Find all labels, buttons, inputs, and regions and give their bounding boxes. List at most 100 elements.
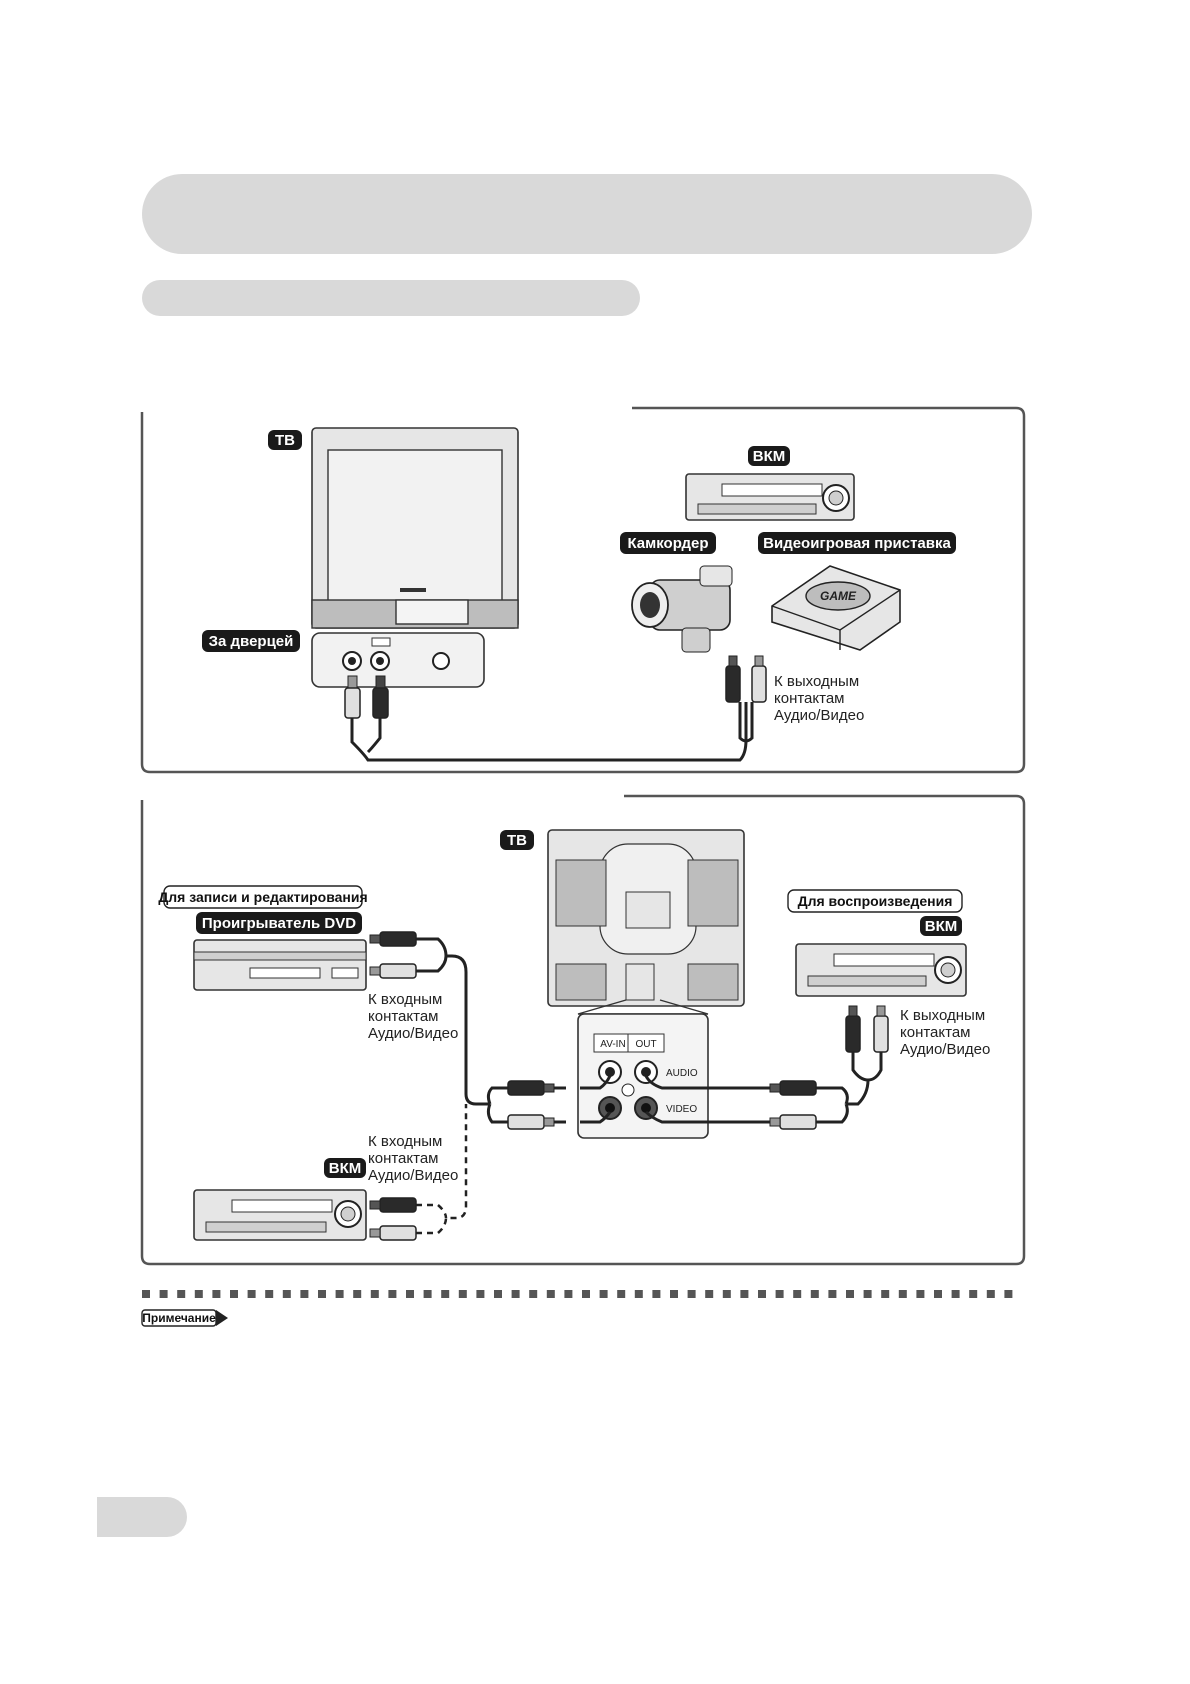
separator-dot bbox=[1004, 1290, 1013, 1298]
separator-dot bbox=[247, 1290, 256, 1298]
svg-text:Камкордер: Камкордер bbox=[627, 535, 708, 552]
camcorder bbox=[631, 565, 733, 653]
caption-dvd-input: К входным контактам Аудио/Видео bbox=[368, 991, 458, 1042]
vcr-left-label: ВКМ bbox=[324, 1158, 366, 1178]
svg-text:Примечание: Примечание bbox=[142, 1311, 216, 1325]
separator-dot bbox=[863, 1290, 872, 1298]
vcr-top-label: ВКМ bbox=[748, 446, 790, 466]
caption-vcr-input: К входным контактам Аудио/Видео bbox=[368, 1133, 458, 1184]
svg-text:К выходным: К выходным bbox=[774, 673, 859, 690]
record-edit-label: Для записи и редактирования bbox=[158, 885, 368, 909]
separator-dot bbox=[687, 1290, 696, 1298]
separator-dot bbox=[652, 1290, 661, 1298]
svg-text:Для записи и редактирования: Для записи и редактирования bbox=[158, 889, 367, 905]
vcr-right bbox=[795, 943, 967, 997]
separator-dot bbox=[722, 1290, 731, 1298]
separator-dot bbox=[494, 1290, 502, 1298]
svg-text:За дверцей: За дверцей bbox=[209, 633, 294, 650]
separator-dot bbox=[969, 1290, 978, 1298]
vcr-top bbox=[685, 473, 855, 521]
caption-right-output: К выходным контактам Аудио/Видео bbox=[900, 1007, 990, 1058]
dotted-separator bbox=[142, 1290, 1013, 1298]
separator-dot bbox=[916, 1290, 925, 1298]
separator-dot bbox=[634, 1290, 643, 1298]
tv-top-label: ТВ bbox=[268, 430, 302, 450]
behind-door-label: За дверцей bbox=[202, 630, 300, 652]
plugs-av-output bbox=[725, 655, 767, 703]
separator-dot bbox=[670, 1290, 678, 1298]
svg-text:контактам: контактам bbox=[900, 1024, 971, 1041]
cable-left-to-panel bbox=[486, 1086, 508, 1124]
cable-top bbox=[350, 702, 754, 762]
game-logo: GAME bbox=[820, 589, 857, 603]
camcorder-label: Камкордер bbox=[620, 532, 716, 554]
separator-dot bbox=[335, 1290, 344, 1298]
separator-dot bbox=[529, 1290, 538, 1298]
lower-frame bbox=[140, 794, 1026, 1266]
svg-text:Аудио/Видео: Аудио/Видео bbox=[774, 707, 864, 724]
note-badge: Примечание bbox=[141, 1309, 228, 1327]
page-number-tab bbox=[97, 1497, 187, 1537]
separator-dot bbox=[546, 1290, 555, 1298]
behind-door-panel bbox=[311, 632, 485, 688]
cable-panel-left-lines bbox=[554, 1086, 566, 1124]
svg-text:Аудио/Видео: Аудио/Видео bbox=[368, 1167, 458, 1184]
game-console: GAME bbox=[771, 565, 901, 651]
jack-label-video: VIDEO bbox=[666, 1104, 697, 1115]
separator-dot bbox=[881, 1290, 890, 1298]
jack-label-out: OUT bbox=[635, 1039, 656, 1050]
game-console-label: Видеоигровая приставка bbox=[758, 532, 956, 554]
separator-dot bbox=[282, 1290, 291, 1298]
separator-dot bbox=[511, 1290, 520, 1298]
jack-label-audio: AUDIO bbox=[666, 1068, 698, 1079]
separator-dot bbox=[986, 1290, 995, 1298]
title-band bbox=[142, 174, 1032, 254]
separator-dot bbox=[142, 1290, 150, 1298]
separator-dot bbox=[441, 1290, 450, 1298]
separator-dot bbox=[318, 1290, 326, 1298]
separator-dot bbox=[828, 1290, 837, 1298]
cable-vcr-left-dashed bbox=[416, 1104, 468, 1235]
separator-dot bbox=[212, 1290, 221, 1298]
cable-right-to-panel bbox=[816, 1086, 849, 1124]
tv-rear bbox=[547, 829, 745, 1007]
separator-dot bbox=[423, 1290, 432, 1298]
separator-dot bbox=[758, 1290, 766, 1298]
separator-dot bbox=[705, 1290, 714, 1298]
plugs-behind-door bbox=[344, 675, 389, 719]
svg-text:ВКМ: ВКМ bbox=[753, 448, 785, 465]
svg-text:ТВ: ТВ bbox=[275, 432, 295, 449]
separator-dot bbox=[582, 1290, 590, 1298]
tv-front bbox=[311, 427, 519, 629]
separator-dot bbox=[388, 1290, 397, 1298]
tv-bottom-label: ТВ bbox=[500, 830, 534, 850]
caption-top-output: К выходным контактам Аудио/Видео bbox=[774, 673, 864, 724]
separator-dot bbox=[177, 1290, 186, 1298]
cable-dvd bbox=[416, 937, 490, 1106]
vcr-left bbox=[193, 1189, 367, 1241]
separator-dot bbox=[353, 1290, 362, 1298]
plugs-dvd bbox=[369, 931, 417, 979]
plugs-left-panel bbox=[507, 1080, 555, 1130]
separator-dot bbox=[300, 1290, 309, 1298]
separator-dot bbox=[194, 1290, 203, 1298]
cable-right bbox=[846, 1052, 883, 1106]
separator-dot bbox=[846, 1290, 854, 1298]
svg-text:ВКМ: ВКМ bbox=[925, 918, 957, 935]
separator-dot bbox=[599, 1290, 608, 1298]
svg-text:Проигрыватель DVD: Проигрыватель DVD bbox=[202, 915, 356, 932]
separator-dot bbox=[230, 1290, 238, 1298]
cable-into-out bbox=[644, 1075, 770, 1124]
plugs-right-panel bbox=[769, 1080, 817, 1130]
separator-dot bbox=[406, 1290, 414, 1298]
svg-text:ВКМ: ВКМ bbox=[329, 1160, 361, 1177]
separator-dot bbox=[265, 1290, 274, 1298]
cable-into-av-in bbox=[580, 1075, 612, 1124]
plugs-vcr-right bbox=[845, 1005, 889, 1053]
jack-panel: AV-IN OUT AUDIO VIDEO bbox=[577, 999, 709, 1139]
svg-text:Видеоигровая приставка: Видеоигровая приставка bbox=[763, 535, 951, 552]
separator-dot bbox=[793, 1290, 802, 1298]
svg-text:Для воспроизведения: Для воспроизведения bbox=[798, 893, 953, 909]
dvd-player bbox=[193, 939, 367, 991]
